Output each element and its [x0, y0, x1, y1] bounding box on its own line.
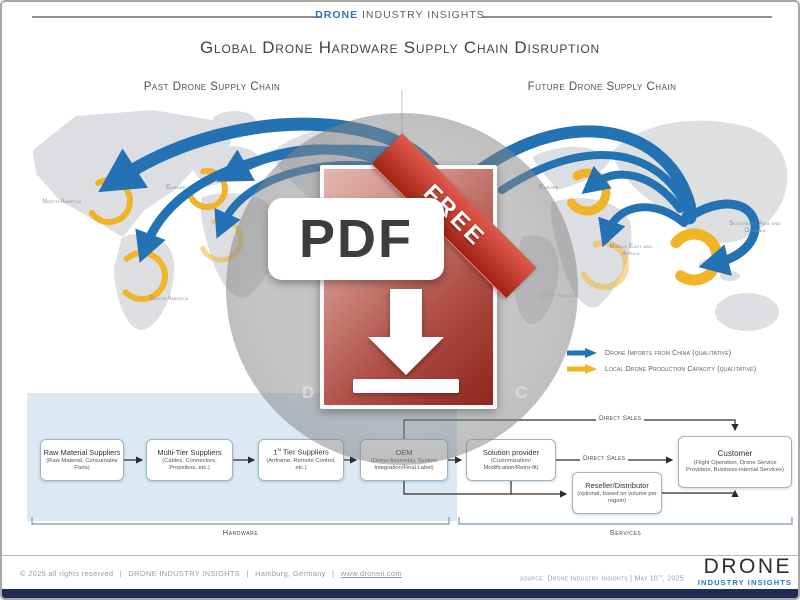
footer-logo: DRONE INDUSTRY INSIGHTS [688, 556, 792, 587]
website-link[interactable]: www.droneii.com [340, 569, 402, 578]
box-subtitle: (Flight Operation, Drone Service Provide… [686, 460, 784, 473]
box-subtitle: (Customization/ Modification/Retro-fit) [483, 457, 539, 471]
box-subtitle: (Cables, Connectors, Propellers, etc.) [162, 457, 217, 471]
section-title-future: Future Drone Supply Chain [527, 81, 677, 93]
footer-divider [2, 555, 798, 556]
bracket-label-hardware: Hardware [222, 528, 259, 537]
map-label-europe-future: Europe [539, 185, 559, 191]
map-label-southeast-asia-oceania: Southeast Asia and Oceania [729, 221, 781, 235]
box-customer: Customer (Flight Operation, Drone Servic… [678, 436, 792, 488]
box-subtitle: (optional, based on volume per region) [577, 490, 657, 504]
logo-primary: DRONE [703, 555, 792, 578]
source-text: source: Drone Industry Insights | May 10… [519, 573, 684, 583]
brand-secondary: INDUSTRY INSIGHTS [362, 9, 485, 21]
footer-brand: DRONE INDUSTRY INSIGHTS [128, 569, 241, 578]
box-multi-tier-suppliers: Multi-Tier Suppliers (Cables, Connectors… [146, 439, 233, 481]
download-arrow-icon [368, 289, 444, 375]
download-bar [353, 379, 459, 393]
section-brackets [31, 517, 793, 525]
box-title: Raw Material Suppliers [43, 447, 121, 457]
box-subtitle: (Airframe, Remote Control, etc.) [266, 458, 336, 471]
legend-row-local-production: Local Drone Production Capacity (qualita… [565, 361, 756, 377]
box-title: Multi-Tier Suppliers [157, 447, 222, 457]
header-rule-right [482, 16, 772, 18]
obscured-text-right: C [515, 383, 528, 402]
map-label-north-america: North America [42, 199, 82, 205]
box-raw-material-suppliers: Raw Material Suppliers (Raw Material, Co… [40, 439, 124, 481]
bottom-accent-bar [2, 589, 798, 598]
box-title: 1st Tier Suppliers [273, 447, 329, 457]
pdf-label: PDF [268, 198, 444, 280]
china-import-arrows-future [474, 125, 760, 276]
logo-secondary: INDUSTRY INSIGHTS [697, 578, 792, 587]
map-label-middle-east-africa: Middle East and Africa [609, 244, 653, 258]
map-label-south-america-past: South America [149, 296, 189, 302]
box-reseller-distributor: Reseller/Distributor (optional, based on… [572, 472, 662, 514]
brand-primary: DRONE [315, 9, 359, 21]
direct-sales-label-top: Direct Sales [596, 415, 645, 422]
box-title: Customer [717, 449, 753, 459]
header-rule-left [32, 16, 322, 18]
pdf-download-icon[interactable]: FREE PDF [268, 133, 537, 422]
footer-left-text: © 2025 all rights reserved | DRONE INDUS… [20, 569, 402, 578]
legend: Drone Imports from China (qualitative) L… [565, 345, 756, 377]
direct-sales-label-mid: Direct Sales [580, 455, 629, 462]
legend-row-imports: Drone Imports from China (qualitative) [565, 345, 756, 361]
box-title: Reseller/Distributor [585, 480, 649, 490]
brand-header: DRONE INDUSTRY INSIGHTS [2, 9, 798, 21]
legend-label-imports: Drone Imports from China (qualitative) [605, 349, 732, 357]
box-subtitle: (Raw Material, Consumable Parts) [46, 457, 118, 471]
copyright-text: © 2025 all rights reserved [20, 569, 114, 578]
blue-arrow-icon [567, 348, 597, 358]
legend-label-local-production: Local Drone Production Capacity (qualita… [605, 365, 757, 373]
map-label-europe-past: Europe [166, 185, 186, 191]
footer-location: Hamburg, Germany [255, 569, 326, 578]
obscured-text-left: D [302, 383, 315, 402]
page-title: Global Drone Hardware Supply Chain Disru… [199, 38, 600, 57]
box-title: Solution provider [482, 447, 540, 457]
section-title-past: Past Drone Supply Chain [143, 81, 281, 93]
china-origin-dot [681, 209, 697, 225]
bracket-label-services: Services [609, 528, 642, 537]
yellow-arrow-icon [567, 364, 597, 374]
